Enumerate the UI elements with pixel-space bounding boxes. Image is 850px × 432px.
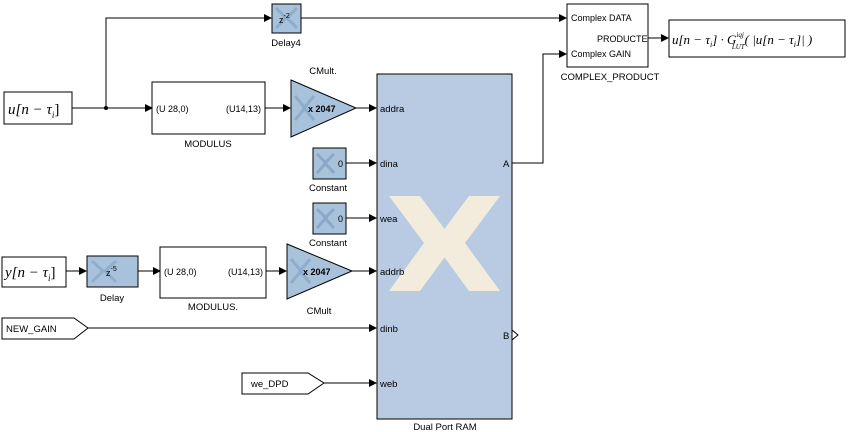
delay4-exp: -2 bbox=[284, 13, 290, 20]
we-dpd-label: we_DPD bbox=[250, 379, 289, 390]
ram-port-web: web bbox=[379, 379, 397, 390]
ram-port-b-arrow bbox=[511, 329, 519, 341]
complex-gain-port: Complex GAIN bbox=[571, 49, 631, 59]
output-expr-a: u[n − τ bbox=[672, 32, 711, 47]
xilinx-logo-icon bbox=[293, 95, 316, 121]
dual-port-ram-block[interactable]: addra dina wea addrb dinb web A B Dual P… bbox=[376, 73, 519, 432]
input-u-tail: ] bbox=[54, 102, 59, 118]
input-u-block: u[n − τi] bbox=[3, 91, 73, 125]
complex-product-caption: COMPLEX_PRODUCT bbox=[561, 72, 660, 83]
modulus-top-block[interactable]: (U 28,0) (U14,13) MODULUS bbox=[151, 81, 266, 150]
svg-text:u[n − τi]: u[n − τi] bbox=[8, 102, 59, 120]
wires bbox=[66, 14, 669, 387]
svg-text:y[n − τi]: y[n − τi] bbox=[3, 265, 56, 283]
new-gain-label: NEW_GAIN bbox=[6, 324, 57, 335]
svg-text:z-2: z-2 bbox=[279, 13, 290, 25]
input-u-text: u[n − τ bbox=[8, 102, 52, 118]
input-y-sub: i bbox=[48, 273, 51, 283]
ram-port-dina: dina bbox=[380, 159, 399, 170]
xilinx-logo-icon bbox=[289, 258, 312, 284]
cmult-bottom-gain: x 2047 bbox=[303, 267, 331, 277]
input-y-tail: ] bbox=[51, 265, 56, 281]
complex-data-port: Complex DATA bbox=[571, 13, 632, 23]
delay4-op: z bbox=[279, 15, 284, 25]
modulus-top-out: (U14,13) bbox=[226, 104, 261, 114]
output-expr-g-sup: iqj bbox=[736, 31, 743, 39]
delay-exp: -5 bbox=[111, 266, 117, 273]
input-y-block: y[n − τi] bbox=[1, 256, 67, 288]
cmult-bottom-block[interactable]: x 2047 CMult bbox=[286, 243, 354, 317]
cmult-bottom-caption: CMult bbox=[307, 306, 332, 317]
cmult-top-gain: x 2047 bbox=[308, 104, 336, 114]
xilinx-logo-icon bbox=[274, 6, 299, 30]
output-expr-d: ]| ) bbox=[795, 32, 812, 47]
modulus-bottom-in: (U 28,0) bbox=[164, 267, 197, 277]
delay-op: z bbox=[106, 268, 111, 278]
xilinx-logo-icon bbox=[90, 259, 118, 284]
wire-ram-a-to-complex-gain bbox=[512, 50, 567, 164]
ram-port-dinb: dinb bbox=[380, 324, 398, 335]
wire-branch-to-delay4 bbox=[105, 14, 272, 108]
modulus-bottom-block[interactable]: (U 28,0) (U14,13) MODULUS. bbox=[159, 246, 267, 313]
delay4-block[interactable]: z-2 Delay4 bbox=[271, 3, 302, 49]
input-y-text: y[n − τ bbox=[3, 265, 49, 281]
ram-port-a: A bbox=[503, 159, 510, 170]
xilinx-logo-icon bbox=[315, 207, 336, 230]
xilinx-logo-icon bbox=[315, 152, 336, 175]
modulus-bottom-caption: MODULUS. bbox=[188, 302, 238, 313]
constant-top-value: 0 bbox=[338, 159, 343, 169]
ram-port-addrb: addrb bbox=[380, 267, 404, 278]
delay-caption: Delay bbox=[100, 293, 125, 304]
complex-product-block[interactable]: Complex DATA PRODUCTE Complex GAIN COMPL… bbox=[561, 3, 660, 83]
output-expr-c-sub: i bbox=[794, 40, 796, 49]
svg-text:z-5: z-5 bbox=[106, 266, 117, 278]
modulus-top-caption: MODULUS bbox=[184, 139, 232, 150]
output-expr-a-sub: i bbox=[710, 40, 712, 49]
cmult-top-caption: CMult. bbox=[309, 66, 336, 77]
output-expr-c: ( |u[n − τ bbox=[745, 32, 795, 47]
new-gain-tag[interactable]: NEW_GAIN bbox=[1, 317, 89, 340]
we-dpd-tag[interactable]: we_DPD bbox=[241, 372, 325, 395]
delay-block[interactable]: z-5 Delay bbox=[86, 255, 139, 304]
output-expr-g-sub: LUT bbox=[731, 43, 746, 51]
ram-caption: Dual Port RAM bbox=[413, 422, 476, 432]
output-expr-b: ] · G bbox=[711, 32, 737, 47]
constant-top-block[interactable]: 0 Constant bbox=[309, 147, 347, 194]
constant-bottom-block[interactable]: 0 Constant bbox=[309, 202, 347, 249]
modulus-top-in: (U 28,0) bbox=[156, 104, 189, 114]
xilinx-logo-icon bbox=[389, 196, 500, 291]
constant-top-caption: Constant bbox=[309, 183, 347, 194]
delay4-caption: Delay4 bbox=[271, 38, 301, 49]
complex-product-out-port: PRODUCTE bbox=[597, 34, 648, 44]
ram-port-wea: wea bbox=[379, 214, 398, 225]
ram-port-addra: addra bbox=[380, 104, 405, 115]
ram-port-b: B bbox=[503, 331, 509, 342]
constant-bottom-value: 0 bbox=[338, 214, 343, 224]
constant-bottom-caption: Constant bbox=[309, 238, 347, 249]
input-u-sub: i bbox=[52, 110, 55, 120]
modulus-bottom-out: (U14,13) bbox=[228, 267, 263, 277]
cmult-top-block[interactable]: CMult. x 2047 bbox=[290, 66, 358, 138]
